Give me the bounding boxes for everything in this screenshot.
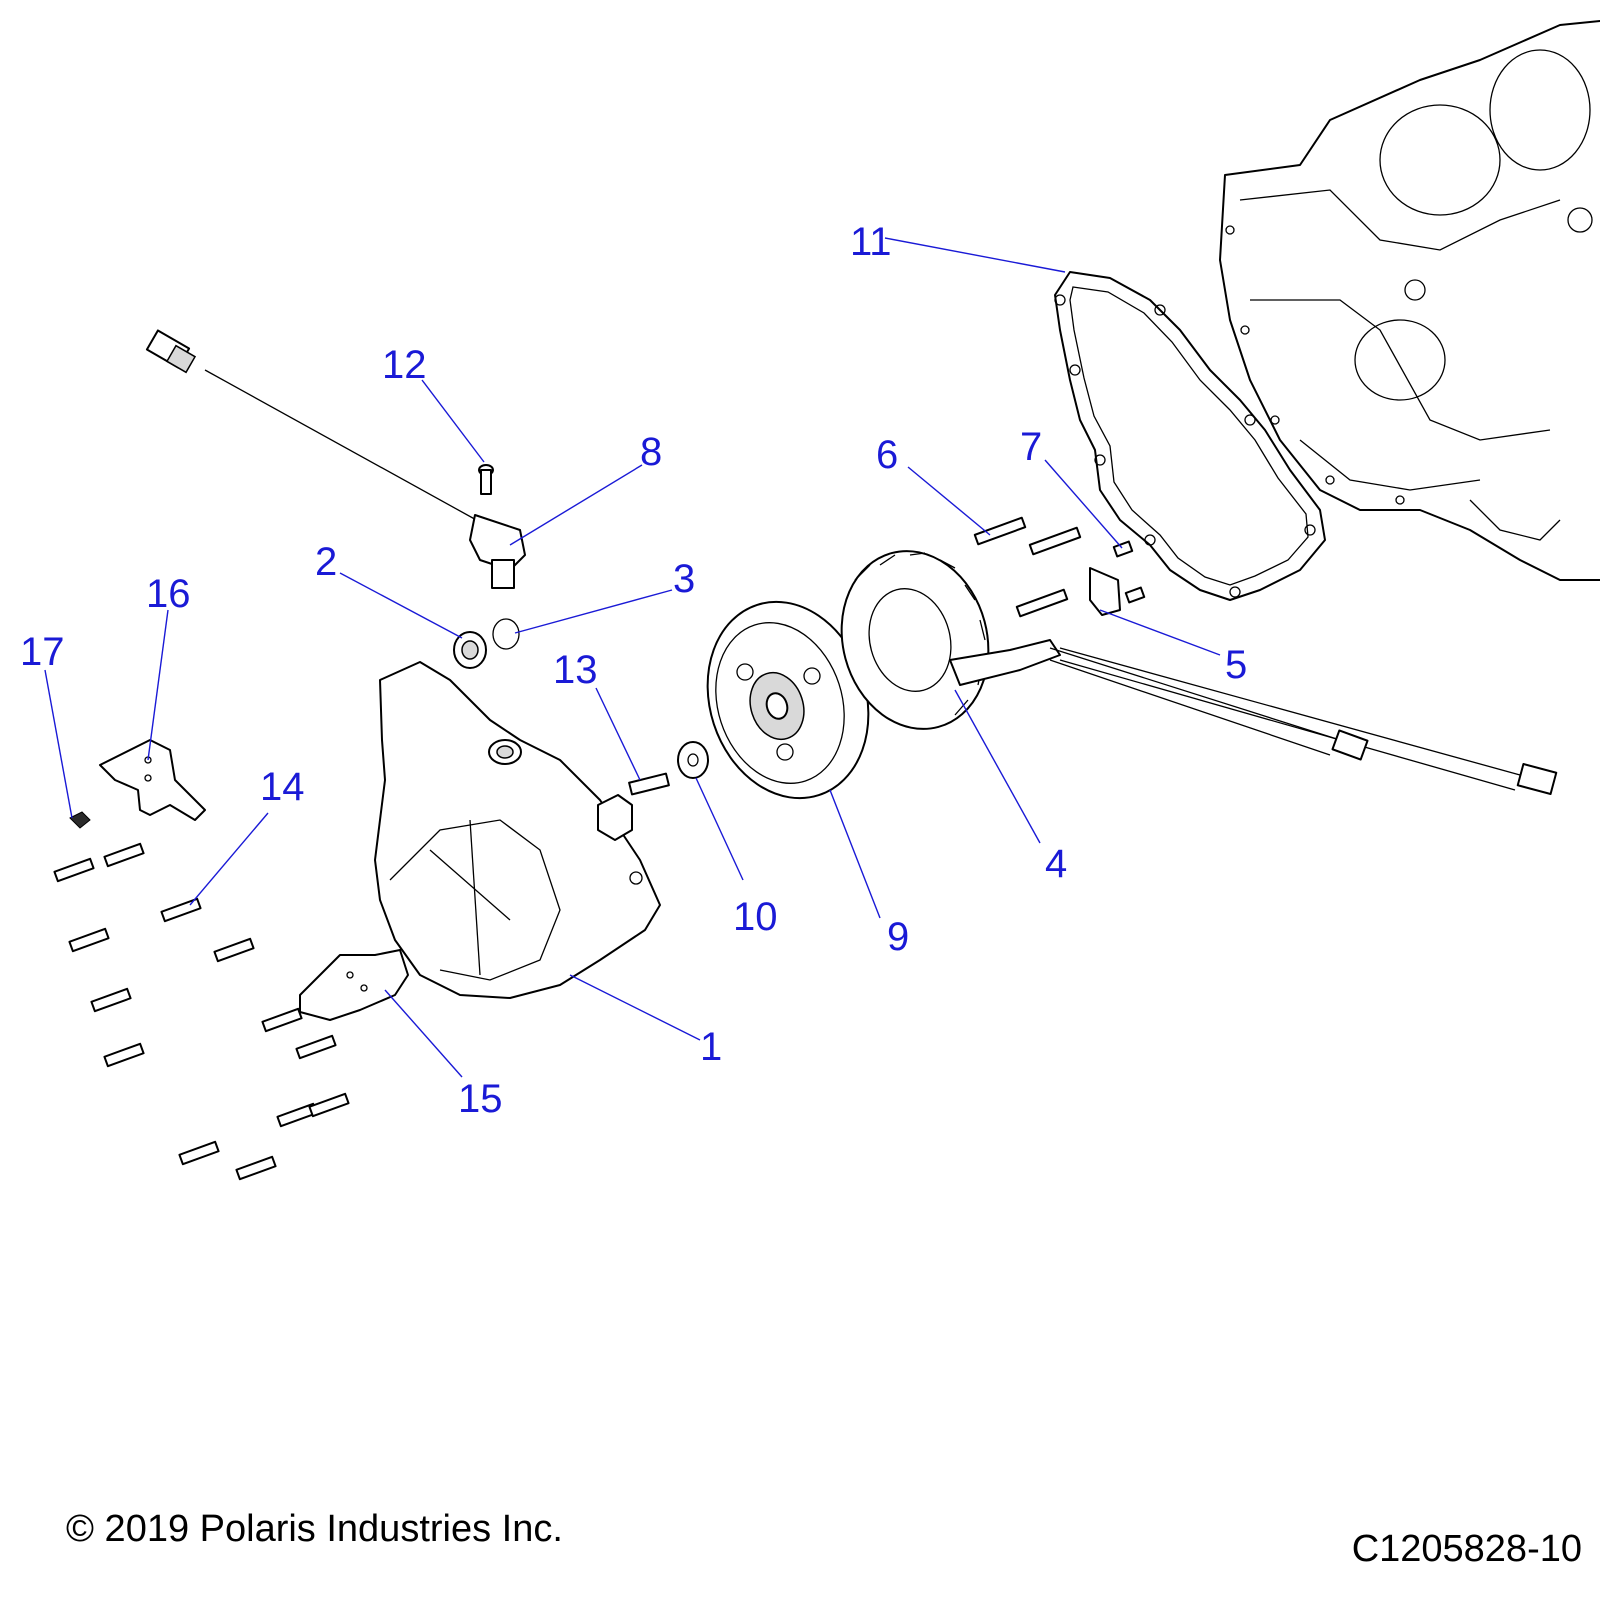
stator-harness-part	[1049, 647, 1558, 796]
callout-12: 12	[382, 343, 427, 387]
upper-bracket-part	[99, 739, 206, 821]
leader-lines	[44, 237, 1221, 1078]
drawing-number: C1205828-10	[1351, 1528, 1582, 1570]
copyright-text: © 2019 Polaris Industries Inc.	[66, 1508, 563, 1550]
callout-16: 16	[146, 572, 191, 616]
callout-13: 13	[553, 648, 598, 692]
stator-part	[840, 550, 1061, 730]
lower-bracket-part	[299, 949, 409, 1021]
callout-9: 9	[887, 915, 909, 959]
callout-2: 2	[315, 540, 337, 584]
stator-cover-part	[374, 661, 661, 999]
callout-6: 6	[876, 433, 898, 477]
gasket-part	[1054, 271, 1326, 601]
callout-15: 15	[458, 1077, 503, 1121]
callout-5: 5	[1225, 643, 1247, 687]
flywheel-part	[706, 600, 870, 800]
callout-8: 8	[640, 430, 662, 474]
crankcase-illustration	[1219, 19, 1600, 581]
callout-4: 4	[1045, 842, 1067, 886]
washer-part	[677, 741, 709, 779]
callout-14: 14	[260, 765, 305, 809]
callout-11: 11	[850, 220, 892, 264]
stator-screws-part	[973, 516, 1146, 618]
sensor-harness-part	[145, 329, 526, 589]
cover-bolts-part	[53, 842, 350, 1181]
snap-ring-part	[492, 618, 520, 650]
callout-1: 1	[700, 1025, 722, 1069]
callout-labels: 1 2 3 4 5 6 7 8 9 10 11 12 13 14 15 16 1…	[20, 220, 1247, 1121]
flywheel-bolt-part	[597, 772, 670, 841]
callout-3: 3	[673, 557, 695, 601]
callout-10: 10	[733, 895, 778, 939]
clip-part	[69, 811, 91, 829]
bearing-part	[453, 631, 487, 669]
retainer-plate-part	[1089, 567, 1121, 616]
callout-7: 7	[1020, 425, 1042, 469]
callout-17: 17	[20, 630, 65, 674]
